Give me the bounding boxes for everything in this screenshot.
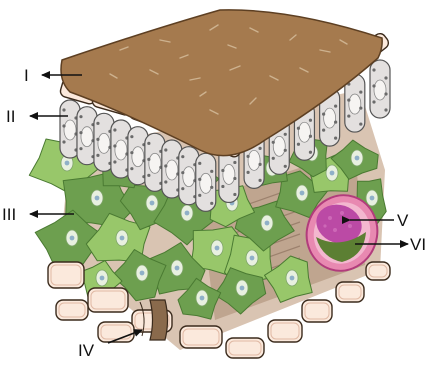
lower-epidermis-cell xyxy=(302,300,332,322)
label-ii: II xyxy=(6,107,15,126)
lower-epidermis-cell xyxy=(366,262,390,280)
lower-epidermis-cell xyxy=(268,320,302,342)
lower-epidermis-cell xyxy=(98,322,134,342)
lower-epidermis-cell xyxy=(48,262,84,288)
label-i: I xyxy=(24,66,29,85)
palisade-cell xyxy=(196,153,216,211)
label-vi: VI xyxy=(410,235,426,254)
label-iii: III xyxy=(2,205,16,224)
lower-epidermis-cell xyxy=(88,288,128,312)
lower-epidermis-cell xyxy=(336,282,364,302)
label-v: V xyxy=(397,211,409,230)
palisade-cell xyxy=(370,60,390,118)
lower-epidermis-cell xyxy=(180,326,222,348)
label-iv: IV xyxy=(78,341,95,360)
lower-epidermis-cell xyxy=(226,338,264,358)
lower-epidermis-cell xyxy=(56,300,88,320)
